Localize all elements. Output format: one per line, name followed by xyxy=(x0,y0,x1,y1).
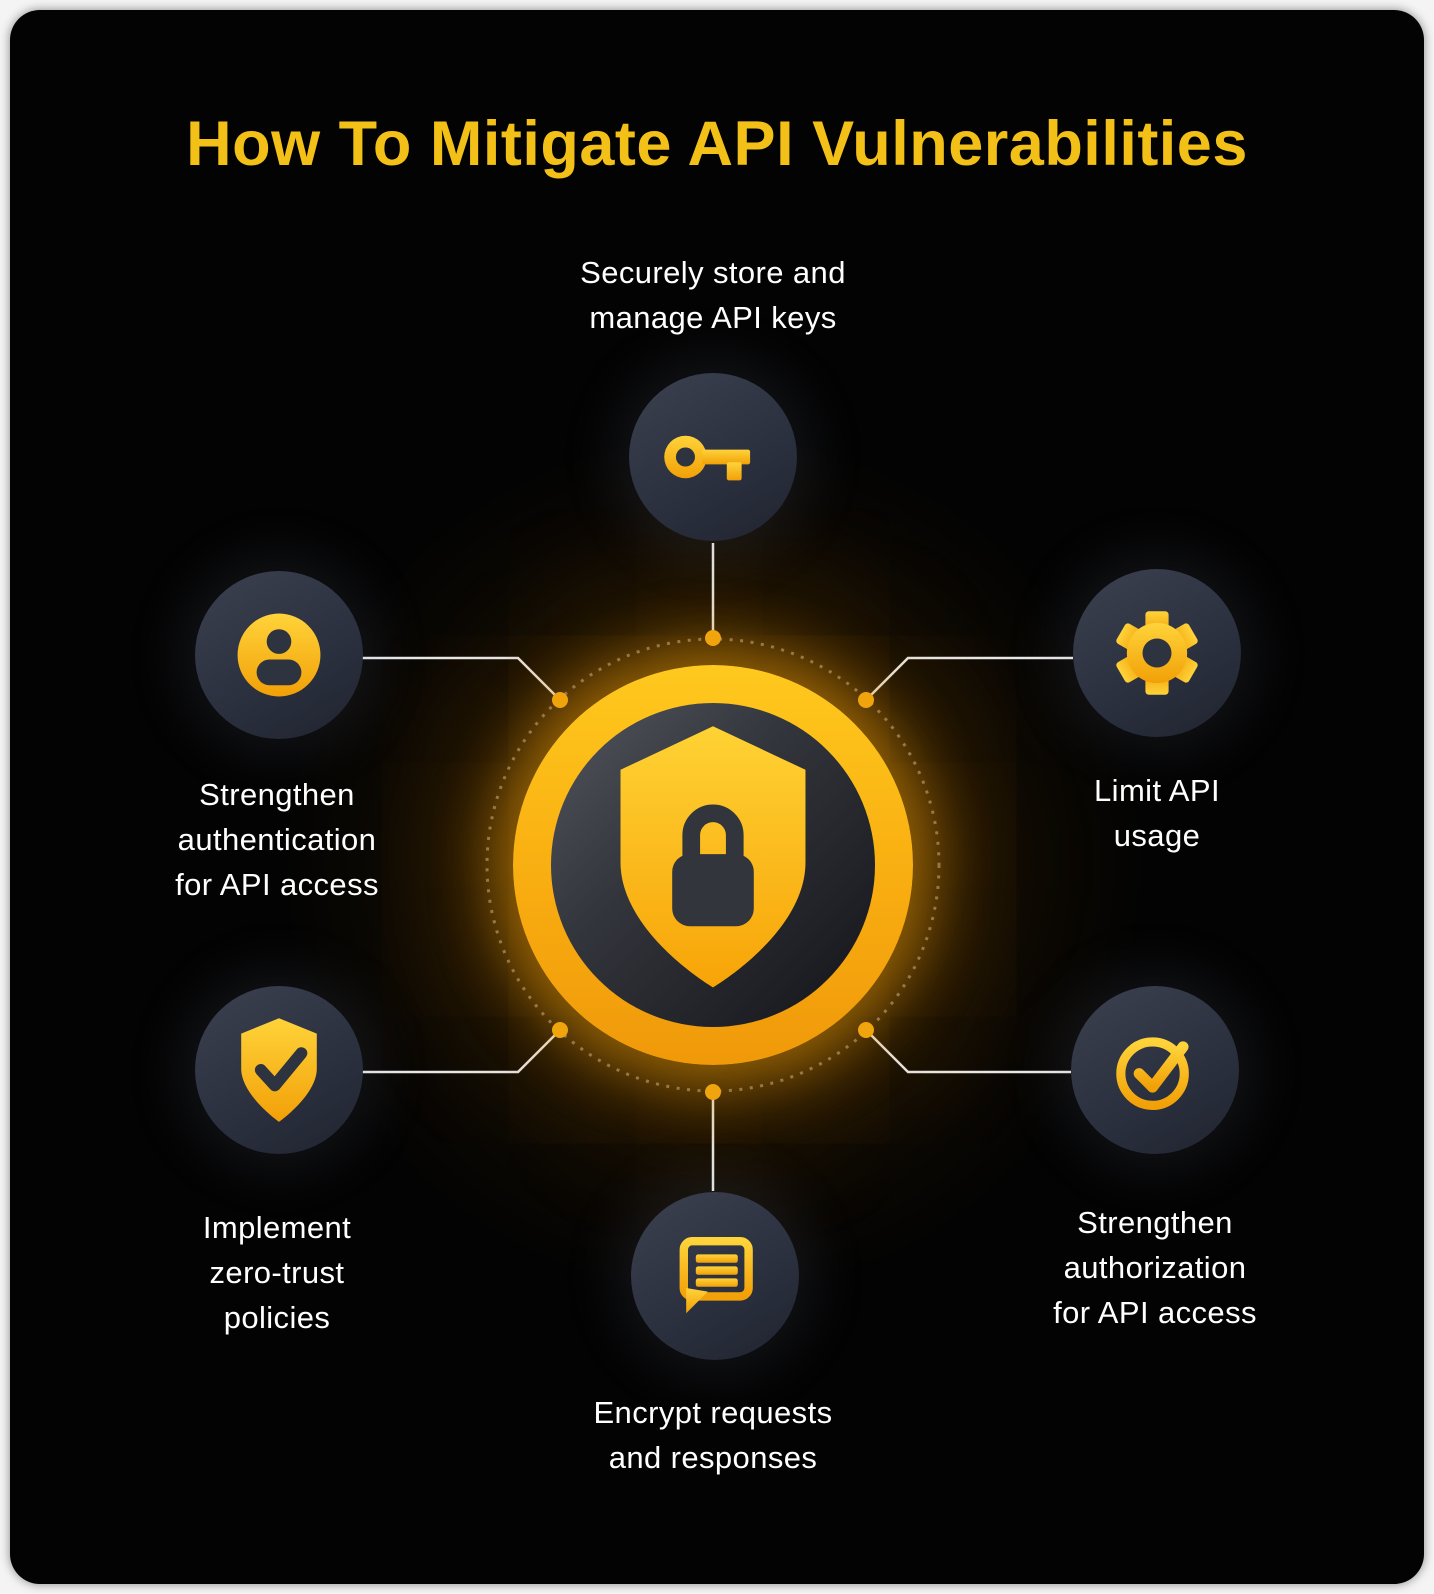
node-authentication xyxy=(195,571,363,739)
node-store-keys xyxy=(629,373,797,541)
junction-dot xyxy=(858,692,874,708)
shield-lock-icon xyxy=(620,726,806,988)
label-line: zero-trust xyxy=(209,1255,345,1290)
label-line: for API access xyxy=(175,867,379,902)
wire-lower-right xyxy=(865,1029,1071,1074)
wire-lower-left xyxy=(362,1029,561,1074)
node-encrypt xyxy=(631,1192,799,1360)
gear-icon xyxy=(1116,611,1198,695)
label-line: Strengthen xyxy=(1077,1205,1233,1240)
node-limit-usage xyxy=(1073,569,1241,737)
label-line: authentication xyxy=(177,822,377,857)
label-store-keys: Securely store and manage API keys xyxy=(493,250,933,340)
page-title: How To Mitigate API Vulnerabilities xyxy=(186,109,1248,179)
label-encrypt: Encrypt requests and responses xyxy=(493,1390,933,1480)
label-line: for API access xyxy=(1053,1295,1257,1330)
junction-dot xyxy=(858,1022,874,1038)
label-limit-usage: Limit API usage xyxy=(937,768,1377,858)
center-shield-hub xyxy=(513,665,913,1065)
junction-dot xyxy=(552,692,568,708)
center-hub-inner xyxy=(551,703,875,1027)
shield-check-icon xyxy=(241,1018,317,1122)
label-line: authorization xyxy=(1063,1250,1247,1285)
label-line: policies xyxy=(223,1300,331,1335)
label-line: and responses xyxy=(608,1440,818,1475)
check-circle-icon xyxy=(1116,1037,1189,1110)
chat-icon xyxy=(679,1237,753,1314)
infographic-card: How To Mitigate API Vulnerabilities xyxy=(10,10,1424,1584)
user-icon xyxy=(237,613,321,697)
wire-upper-right xyxy=(865,656,1073,701)
node-zero-trust xyxy=(195,986,363,1154)
label-line: Securely store and xyxy=(580,255,846,290)
junction-dot xyxy=(705,630,721,646)
label-line: Encrypt requests xyxy=(593,1395,833,1430)
label-line: Implement xyxy=(202,1210,352,1245)
label-line: Strengthen xyxy=(199,777,355,812)
label-authentication: Strengthen authentication for API access xyxy=(57,772,497,907)
label-zero-trust: Implement zero-trust policies xyxy=(57,1205,497,1340)
node-authorization xyxy=(1071,986,1239,1154)
label-line: usage xyxy=(1113,818,1201,853)
label-line: manage API keys xyxy=(589,300,837,335)
junction-dot xyxy=(705,1084,721,1100)
key-icon xyxy=(664,435,751,481)
wire-upper-left xyxy=(362,656,561,701)
label-line: Limit API xyxy=(1094,773,1220,808)
junction-dot xyxy=(552,1022,568,1038)
label-authorization: Strengthen authorization for API access xyxy=(935,1200,1375,1335)
